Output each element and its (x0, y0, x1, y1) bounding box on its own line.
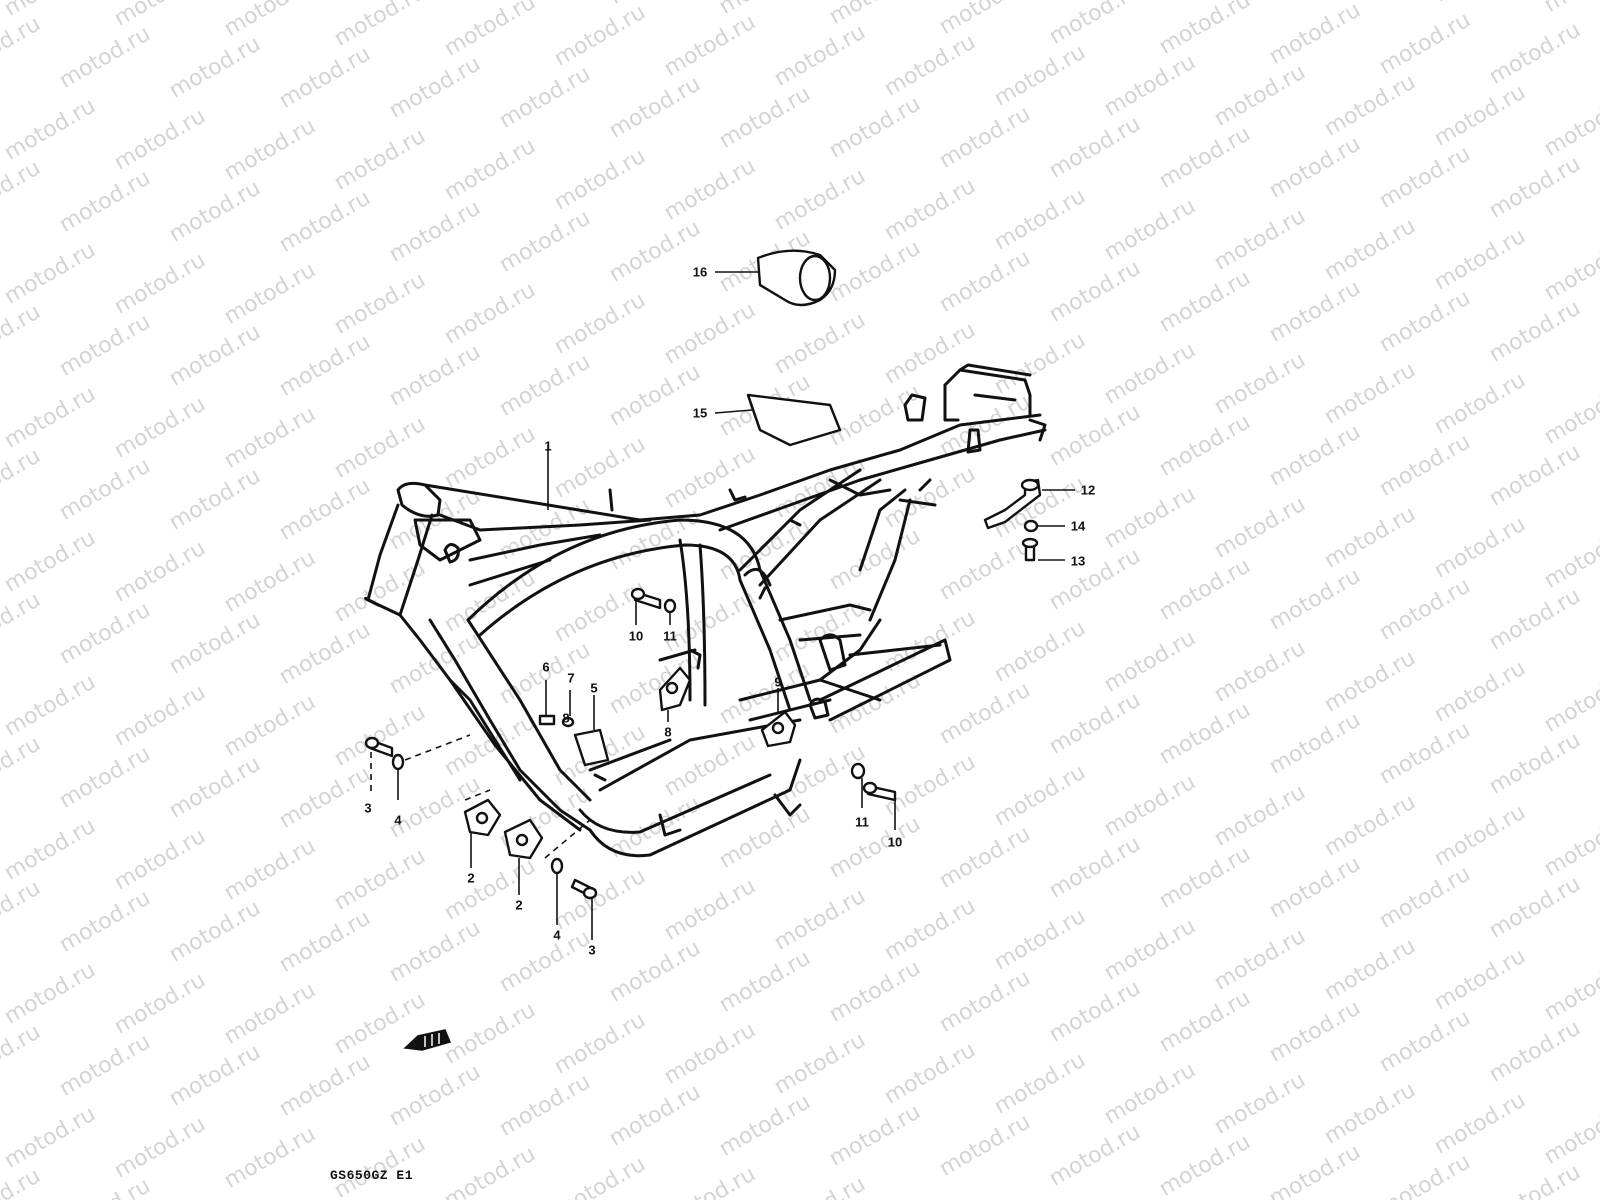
part-10-bolt-lower (862, 781, 897, 802)
part-15-tray (746, 393, 842, 447)
part-4-washer-left (391, 753, 405, 771)
part-14-washer (1023, 519, 1039, 533)
drawing-code: GS650GZ E1 (330, 1168, 414, 1183)
callout-7: 7 (567, 670, 575, 686)
main-frame (364, 363, 1047, 858)
part-9-mount-plate (760, 710, 797, 748)
part-2-plate-left (463, 798, 502, 837)
part-8-mount-plate (658, 666, 692, 712)
part-11-nut-lower (850, 762, 866, 780)
part-5-bracket (573, 728, 610, 767)
callout-15: 15 (692, 405, 708, 421)
callout-9: 9 (774, 674, 782, 690)
callout-11-lower: 11 (855, 814, 869, 830)
part-4-washer-right (550, 857, 564, 875)
callout-3-right: 3 (588, 942, 596, 958)
part-13-bolt (1021, 537, 1039, 562)
leader-lines (370, 271, 1075, 940)
callout-11-upper: 11 (663, 628, 677, 644)
callout-8-upper: 8 (562, 710, 570, 726)
callout-16: 16 (692, 264, 708, 280)
part-3-bolt-left (364, 736, 394, 758)
part-12-bracket (983, 478, 1042, 530)
callout-5: 5 (590, 680, 598, 696)
callout-2-right: 2 (515, 897, 523, 913)
callout-2-left: 2 (467, 870, 475, 886)
callout-3-left: 3 (364, 800, 372, 816)
callout-8-lower: 8 (664, 724, 672, 740)
callout-12: 12 (1080, 482, 1096, 498)
callout-4-left: 4 (394, 812, 402, 828)
callout-13: 13 (1070, 553, 1086, 569)
callout-1: 1 (544, 438, 552, 454)
callout-6: 6 (542, 659, 550, 675)
part-3-bolt-right (570, 878, 598, 900)
callout-4-right: 4 (553, 927, 561, 943)
callout-10-upper: 10 (628, 628, 644, 644)
part-10-bolt-upper (630, 587, 662, 610)
callout-14: 14 (1070, 518, 1086, 534)
part-11-nut-upper (663, 598, 677, 614)
part-7-washer (561, 716, 575, 728)
callout-10-lower: 10 (887, 834, 903, 850)
part-16-cover (756, 249, 837, 307)
front-direction-arrow-icon (403, 1029, 452, 1051)
part-2-plate-right (503, 818, 544, 860)
part-6-bolt (538, 714, 556, 726)
